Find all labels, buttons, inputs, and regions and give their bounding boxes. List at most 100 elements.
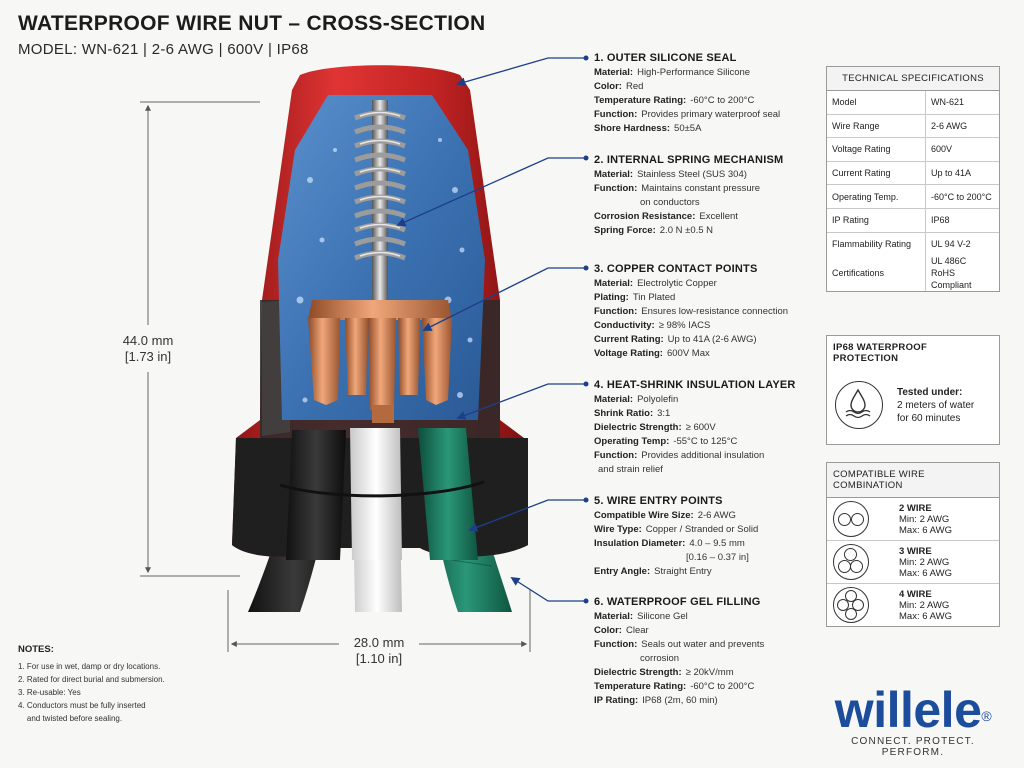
callout-row-key: Color:	[594, 625, 622, 636]
callout-row-value: Red	[625, 81, 644, 92]
page-subtitle: MODEL: WN-621 | 2-6 AWG | 600V | IP68	[18, 41, 309, 58]
ip68-title: IP68 WATERPROOF PROTECTION	[827, 336, 999, 366]
callout-row-value: IP68 (2m, 60 min)	[642, 695, 718, 706]
callout-row-key: Function:	[594, 109, 638, 120]
callout-row-key: Corrosion Resistance:	[594, 211, 696, 222]
callout-row-key: Temperature Rating:	[594, 95, 687, 106]
callout-row-value: Stainless Steel (SUS 304)	[637, 169, 747, 180]
callout-row: on conductors	[594, 196, 809, 210]
spec-label: Wire Range	[827, 113, 926, 138]
callout-row: Material:Electrolytic Copper	[594, 277, 809, 291]
callout-title: 4. HEAT-SHRINK INSULATION LAYER	[594, 379, 796, 391]
callout-row: Dielectric Strength:≥ 20kV/mm	[594, 666, 809, 680]
brand-tagline: CONNECT. PROTECT. PERFORM.	[851, 736, 975, 758]
callout-row-key: Function:	[594, 306, 638, 317]
callout-row-value: Straight Entry	[654, 566, 712, 577]
callout-row: Shrink Ratio:3:1	[594, 407, 809, 421]
callout-row-value: 2.0 N ±0.5 N	[659, 225, 714, 236]
callout-row: and strain relief	[594, 463, 809, 477]
height-dimension-label: 44.0 mm [1.73 in]	[108, 333, 188, 365]
callout-row-value: ≥ 20kV/mm	[685, 667, 734, 678]
callout-row-value: High-Performance Silicone	[637, 67, 751, 78]
callout-row: corrosion	[594, 652, 809, 666]
callout-row: Color:Clear	[594, 624, 809, 638]
callout-row: Current Rating:Up to 41A (2-6 AWG)	[594, 333, 809, 347]
callout-row-value: Maintains constant pressure	[641, 183, 761, 194]
spec-value: IP68	[925, 207, 999, 233]
callout-row-value: Electrolytic Copper	[637, 278, 717, 289]
callout-3: 3. COPPER CONTACT POINTS Material:Electro…	[594, 262, 809, 361]
callout-row-value: Ensures low-resistance connection	[641, 306, 789, 317]
callout-row-value: Provides additional insulation	[641, 450, 765, 461]
ip68-panel: IP68 WATERPROOF PROTECTION Tested under:…	[826, 335, 1000, 445]
callout-row-value: Clear	[625, 625, 649, 636]
note-item: and twisted before sealing.	[18, 714, 123, 723]
technical-specifications-title: TECHNICAL SPECIFICATIONS	[827, 67, 999, 91]
wire-combo-max: Max: 6 AWG	[899, 610, 952, 622]
callout-row: Function:Provides primary waterproof sea…	[594, 108, 809, 122]
callout-row-value: Copper / Stranded or Solid	[645, 524, 759, 535]
callout-row: Temperature Rating:-60°C to 200°C	[594, 94, 809, 108]
callout-row: Function:Provides additional insulation	[594, 449, 809, 463]
wire-bundle-icon	[833, 501, 869, 537]
callout-row-value: 4.0 – 9.5 mm	[689, 538, 745, 549]
callout-row: Insulation Diameter:4.0 – 9.5 mm	[594, 537, 809, 551]
callout-row-key: Operating Temp:	[594, 436, 670, 447]
height-dimension	[140, 101, 260, 577]
callout-row: Corrosion Resistance:Excellent	[594, 210, 809, 224]
callout-row: Operating Temp: -55°C to 125°C	[594, 435, 809, 449]
wire-bundle-icon	[833, 544, 869, 580]
callout-row-key: Function:	[594, 639, 638, 650]
callout-title: 3. COPPER CONTACT POINTS	[594, 263, 758, 275]
callout-row: Plating:Tin Plated	[594, 291, 809, 305]
water-drop-icon	[835, 381, 883, 429]
callout-row: Function:Seals out water and prevents	[594, 638, 809, 652]
callout-row: Conductivity:≥ 98% IACS	[594, 319, 809, 333]
page-title: WATERPROOF WIRE NUT – CROSS-SECTION	[18, 12, 486, 35]
callout-row-key: Function:	[594, 450, 638, 461]
callout-row-key: Compatible Wire Size:	[594, 510, 694, 521]
callout-row-key: Plating:	[594, 292, 629, 303]
callout-row: IP Rating:IP68 (2m, 60 min)	[594, 694, 809, 708]
callout-row-value: Excellent	[699, 211, 738, 222]
ip68-line2: 2 meters of water	[897, 399, 975, 411]
callout-title: 2. INTERNAL SPRING MECHANISM	[594, 154, 784, 166]
callout-row-key: Shore Hardness:	[594, 123, 671, 134]
callout-row-key: Color:	[594, 81, 622, 92]
spec-row-certifications: Certifications UL 486C RoHS Compliant	[827, 255, 999, 292]
callout-row-key: Insulation Diameter:	[594, 538, 686, 549]
note-item: 3. Re-usable: Yes	[18, 688, 81, 697]
callout-row-key: Dielectric Strength:	[594, 667, 682, 678]
callout-row: Material:High-Performance Silicone	[594, 66, 809, 80]
callout-row: Function:Ensures low-resistance connecti…	[594, 305, 809, 319]
note-item: 2. Rated for direct burial and submersio…	[18, 675, 165, 684]
callout-row-value: on conductors	[640, 197, 700, 208]
wire-combo-name: 3 WIRE	[899, 545, 932, 557]
width-dimension-label: 28.0 mm [1.10 in]	[339, 635, 419, 667]
callout-row-value: 2-6 AWG	[697, 510, 736, 521]
callout-row: Spring Force:2.0 N ±0.5 N	[594, 224, 809, 238]
callout-row-value: -55°C to 125°C	[673, 436, 738, 447]
callout-row-value: Silicone Gel	[637, 611, 688, 622]
callout-row-value: Tin Plated	[632, 292, 676, 303]
spec-label: IP Rating	[827, 207, 926, 233]
callout-row-value: -60°C to 200°C	[690, 681, 755, 692]
callout-row: Function:Maintains constant pressure	[594, 182, 809, 196]
callout-row-key: Temperature Rating:	[594, 681, 687, 692]
callout-row-key: Material:	[594, 67, 634, 78]
spec-label: Voltage Rating	[827, 137, 926, 162]
internal-spring	[354, 100, 406, 310]
width-dimension	[227, 590, 531, 652]
callout-row: Color:Red	[594, 80, 809, 94]
